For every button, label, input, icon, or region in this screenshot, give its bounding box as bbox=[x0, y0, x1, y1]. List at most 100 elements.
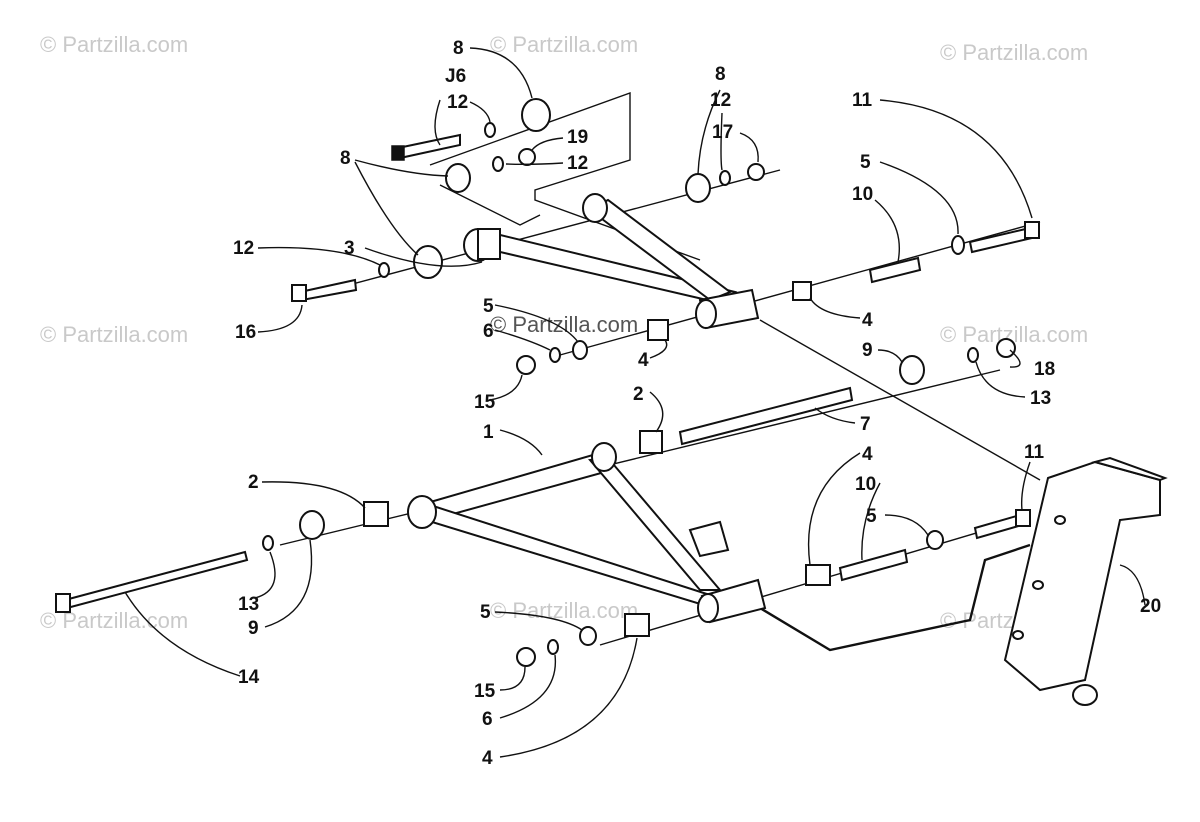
shafts bbox=[678, 256, 922, 582]
washer-5-upper-right bbox=[951, 235, 965, 255]
callout-7: 7 bbox=[860, 414, 871, 435]
leader-6-upper bbox=[494, 329, 551, 351]
leader-11-lower bbox=[1020, 461, 1031, 511]
leader-4-upper-center bbox=[649, 339, 668, 359]
leader-8-right bbox=[697, 89, 721, 175]
leader-1 bbox=[499, 429, 543, 456]
bushing-9-left bbox=[299, 510, 325, 540]
bolts bbox=[55, 133, 1040, 613]
callout-8-top: 8 bbox=[453, 38, 464, 59]
bolt-11-upper bbox=[968, 226, 1034, 254]
upper-arm-ball-joint-end bbox=[695, 299, 717, 329]
leader-5-upper-right bbox=[879, 161, 959, 235]
callout-17: 17 bbox=[712, 122, 733, 143]
pin-10-upper bbox=[868, 256, 922, 284]
callout-4-upper-right: 4 bbox=[862, 310, 873, 331]
leader-15-upper bbox=[489, 374, 523, 401]
spindle-hole-3 bbox=[1012, 630, 1024, 640]
callout-16: 16 bbox=[235, 322, 256, 343]
bushing-8-left-upper bbox=[445, 163, 471, 193]
callout-19: 19 bbox=[567, 127, 588, 148]
leader-12-top bbox=[469, 101, 491, 123]
spindle-lower-knuckle bbox=[1072, 684, 1098, 706]
callout-j6: J6 bbox=[445, 66, 466, 87]
callout-15-upper: 15 bbox=[474, 392, 496, 413]
spindle-hole-2 bbox=[1032, 580, 1044, 590]
leader-15-lower bbox=[499, 666, 526, 691]
leader-16 bbox=[257, 304, 303, 333]
callout-5-lower-center: 5 bbox=[480, 602, 491, 623]
callout-12-right: 12 bbox=[710, 90, 731, 111]
leader-17 bbox=[739, 132, 759, 163]
callout-11-upper: 11 bbox=[852, 90, 873, 111]
bushing-9-right bbox=[899, 355, 925, 385]
callout-4-lower-center: 4 bbox=[482, 748, 493, 769]
leader-4-lower-center bbox=[499, 637, 638, 758]
spindle-body bbox=[1003, 460, 1161, 692]
washer-13-right bbox=[967, 347, 979, 363]
lower-front-axis bbox=[279, 369, 1001, 546]
bolt-11-lower-head bbox=[1015, 509, 1031, 527]
leader-8-top bbox=[469, 47, 533, 99]
callout-5-lower-right: 5 bbox=[866, 506, 877, 527]
lower-arm-shock-mount bbox=[688, 520, 730, 558]
upper-bracket-line bbox=[429, 92, 701, 261]
bushing-8-top bbox=[521, 98, 551, 132]
leader-8-left-2 bbox=[354, 161, 419, 256]
leader-14 bbox=[124, 591, 241, 677]
lower-arm-front-bushing-end bbox=[407, 495, 437, 529]
callout-15-lower: 15 bbox=[474, 681, 496, 702]
bushing-2-center bbox=[639, 430, 663, 454]
callout-2-center: 2 bbox=[633, 384, 644, 405]
callout-4-upper-center: 4 bbox=[638, 350, 649, 371]
nut-18 bbox=[996, 338, 1016, 358]
nuts bbox=[516, 148, 1016, 667]
leader-13-left bbox=[254, 551, 276, 599]
washer-12-upper-left bbox=[492, 156, 504, 172]
leader-7 bbox=[814, 407, 856, 424]
bushing-4-upper-center bbox=[647, 319, 669, 341]
bolt-upper-j6 bbox=[396, 133, 461, 160]
bolt-11-lower bbox=[973, 513, 1024, 540]
washer-5-lower-right bbox=[926, 530, 944, 550]
leader-j6 bbox=[434, 99, 441, 146]
watermark-top-left: © Partzilla.com bbox=[40, 32, 188, 57]
callout-3: 3 bbox=[344, 238, 355, 259]
upper-front-axis bbox=[329, 169, 781, 291]
callout-8-left: 8 bbox=[340, 148, 351, 169]
callout-11-lower: 11 bbox=[1024, 442, 1045, 463]
leader-9-left bbox=[264, 539, 313, 628]
callout-5-upper-right: 5 bbox=[860, 152, 871, 173]
assembly-lines bbox=[279, 92, 1041, 652]
spindle bbox=[1003, 456, 1168, 706]
leader-10-upper bbox=[874, 199, 900, 263]
leader-5-lower-right bbox=[884, 514, 929, 536]
callout-6-upper: 6 bbox=[483, 321, 494, 342]
callout-4-lower-right: 4 bbox=[862, 444, 873, 465]
callout-12-top: 12 bbox=[447, 92, 468, 113]
washer-6-lower bbox=[547, 639, 559, 655]
callout-9-left: 9 bbox=[248, 618, 259, 639]
watermark-mid-left: © Partzilla.com bbox=[40, 322, 188, 347]
callout-18: 18 bbox=[1034, 359, 1055, 380]
washer-5-lower-center bbox=[579, 626, 597, 646]
watermark-top-center: © Partzilla.com bbox=[490, 32, 638, 57]
leader-11-upper bbox=[879, 99, 1033, 219]
leader-2-center bbox=[649, 391, 664, 433]
callout-12-left: 12 bbox=[233, 238, 254, 259]
callout-20: 20 bbox=[1140, 596, 1161, 617]
spindle-hole-1 bbox=[1054, 515, 1066, 525]
bolt-16 bbox=[298, 278, 358, 302]
upper-a-arm bbox=[463, 193, 760, 330]
spindle-top-cap bbox=[1091, 456, 1168, 482]
lower-a-arm bbox=[407, 442, 767, 624]
leader-6-lower bbox=[499, 654, 557, 719]
washer-12-right bbox=[719, 170, 731, 186]
callout-1: 1 bbox=[483, 422, 494, 443]
bolt-11-upper-head bbox=[1024, 221, 1040, 239]
watermark-bottom-center: © Partzilla.com bbox=[490, 598, 638, 623]
bushing-4-lower-center bbox=[624, 613, 650, 637]
washer-13-left bbox=[262, 535, 274, 551]
leader-9-right bbox=[877, 349, 903, 363]
